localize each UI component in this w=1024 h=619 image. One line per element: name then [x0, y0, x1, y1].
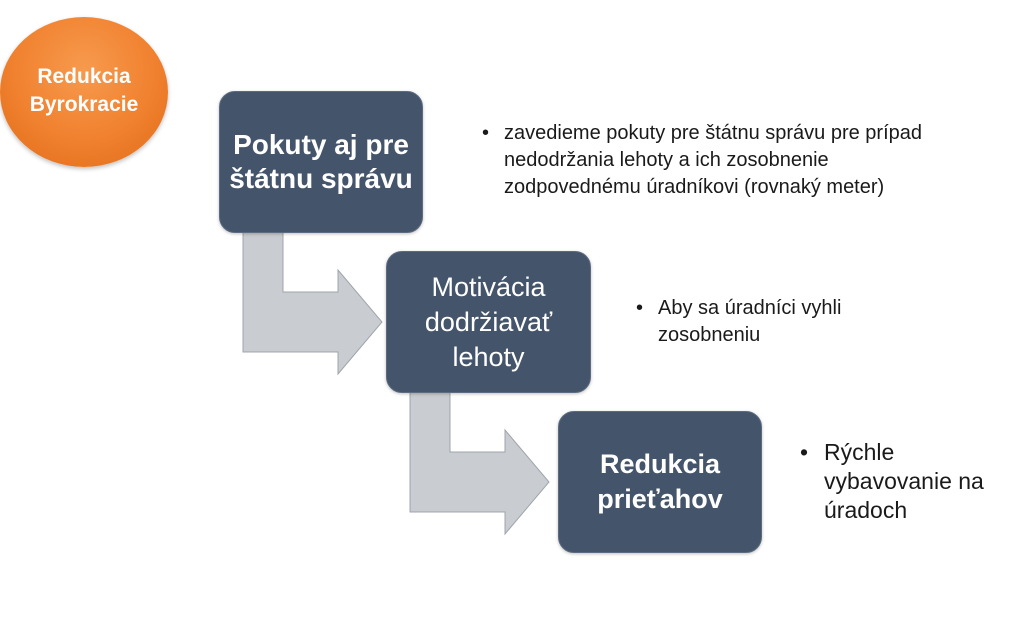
badge-label: Redukcia Byrokracie [29, 65, 139, 116]
badge-circle: Redukcia Byrokracie [0, 17, 168, 167]
step2-bullets: •Aby sa úradníci vyhli zosobneniu [636, 295, 896, 349]
list-item: •zavedieme pokuty pre štátnu správu pre … [482, 122, 923, 198]
arrow-step2-to-step3 [409, 391, 550, 536]
step3-box: Redukcia prieťahov [558, 411, 762, 553]
step1-box: Pokuty aj pre štátnu správu [219, 91, 423, 233]
step3-label: Redukcia prieťahov [597, 449, 723, 514]
step2-label: Motivácia dodržiavať lehoty [424, 271, 553, 372]
step3-bullets: •Rýchle vybavovanie na úradoch [800, 438, 1000, 525]
step1-label: Pokuty aj pre štátnu správu [229, 129, 413, 194]
step1-bullets: •zavedieme pokuty pre štátnu správu pre … [482, 120, 952, 201]
bullet-dot-icon: • [482, 122, 490, 144]
list-item: •Aby sa úradníci vyhli zosobneniu [636, 297, 842, 346]
list-item: •Rýchle vybavovanie na úradoch [800, 439, 984, 523]
arrow-step1-to-step2 [242, 231, 383, 376]
step2-box: Motivácia dodržiavať lehoty [386, 251, 591, 393]
bullet-dot-icon: • [800, 439, 809, 465]
bullet-dot-icon: • [636, 297, 644, 319]
